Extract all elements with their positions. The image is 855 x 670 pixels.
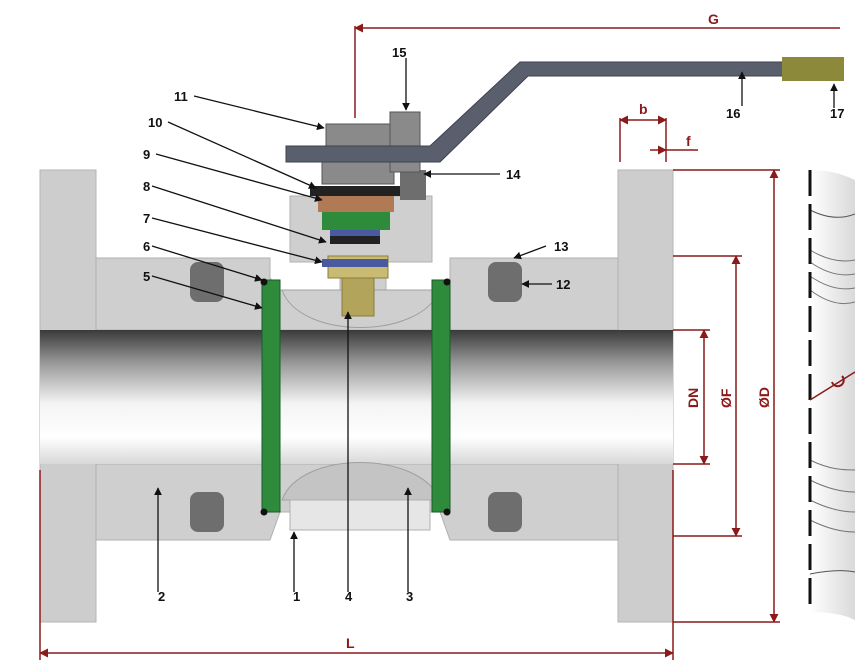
- handle-grip: [782, 57, 844, 81]
- callout-7: 7: [143, 211, 150, 226]
- callout-5: 5: [143, 269, 150, 284]
- dimension-g-label: G: [708, 11, 719, 27]
- bore: [40, 330, 673, 464]
- seat-seal-left: [261, 279, 281, 513]
- callout-13: 13: [554, 239, 568, 254]
- stem-assembly: [310, 111, 426, 317]
- packing-ring-upper: [330, 230, 380, 236]
- bolt-upper-right: [488, 262, 522, 302]
- stem-nut-lower: [321, 161, 395, 185]
- dimension-f-label: f: [686, 133, 691, 149]
- gland-copper: [318, 196, 394, 212]
- gland-flange: [310, 186, 402, 196]
- dimension-f-diameter-label: ØF: [718, 388, 734, 408]
- stop-bolt: [389, 111, 421, 173]
- callout-9: 9: [143, 147, 150, 162]
- bolt-lower-right: [488, 492, 522, 532]
- callout-1: 1: [293, 589, 300, 604]
- dimension-dn-label: DN: [685, 388, 701, 408]
- bolt-lower-left: [190, 492, 224, 532]
- bolt-upper-left: [190, 262, 224, 302]
- callout-11: 11: [174, 89, 188, 104]
- stop-plate: [400, 170, 426, 200]
- callout-14: 14: [506, 167, 521, 182]
- flange-side-view: [808, 170, 855, 620]
- leader-lines: [151, 58, 838, 592]
- callout-2: 2: [158, 589, 165, 604]
- dimension-d-diameter-label: ØD: [756, 387, 772, 408]
- callout-17: 17: [830, 106, 844, 121]
- lower-stem-gap: [289, 499, 431, 531]
- callout-10: 10: [148, 115, 162, 130]
- callout-labels: 11 10 9 8 7 6 5 15 14 13 12 16 17 2 1 4 …: [143, 45, 844, 604]
- callout-12: 12: [556, 277, 570, 292]
- callout-8: 8: [143, 179, 150, 194]
- callout-16: 16: [726, 106, 740, 121]
- handle: [285, 57, 844, 163]
- packing-ring-lower: [330, 236, 380, 244]
- seat-seal-right: [431, 279, 451, 513]
- callout-6: 6: [143, 239, 150, 254]
- stem-nut: [325, 123, 391, 147]
- dimension-l-label: L: [346, 635, 355, 651]
- handle-bar: [285, 61, 791, 163]
- callout-3: 3: [406, 589, 413, 604]
- dimension-b-label: b: [639, 101, 648, 117]
- gland-green: [322, 210, 390, 230]
- thrust-ring: [322, 259, 388, 267]
- dimension-lines: [39, 23, 840, 660]
- callout-4: 4: [345, 589, 353, 604]
- dimension-labels: G b f L DN ØF ØD: [346, 11, 772, 651]
- callout-15: 15: [392, 45, 406, 60]
